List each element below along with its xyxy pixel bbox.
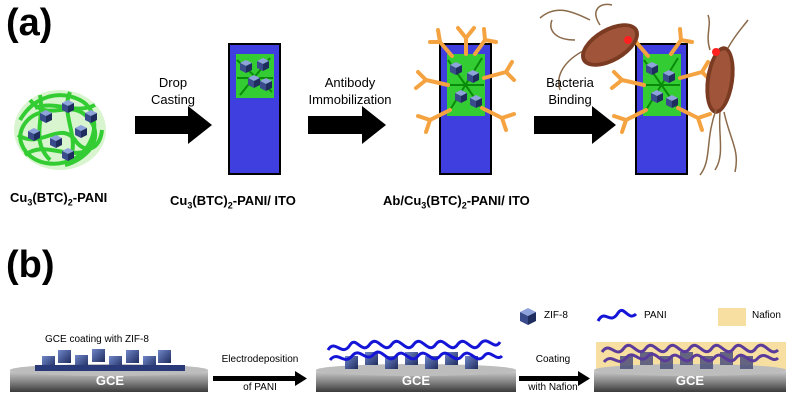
arrow-bacteria (534, 106, 616, 144)
gce-label-3: GCE (675, 373, 705, 388)
gce-label-2: GCE (401, 373, 431, 388)
legend-pani-swatch (596, 309, 638, 322)
step-antibody-immobilization: Antibody Immobilization (308, 75, 392, 107)
cu-btc-pani-composite (14, 90, 106, 170)
gce-label-1: GCE (95, 373, 125, 388)
label-cu-btc-pani-ito: Cu3(BTC)2-PANI/ ITO (170, 193, 296, 211)
bacterium-left (539, 3, 639, 91)
arrow-antibody (308, 106, 386, 144)
bacterium-right (699, 14, 749, 176)
electrode-1 (228, 43, 281, 175)
legend-nafion-label: Nafion (752, 310, 781, 321)
gce-electrode-2 (316, 339, 516, 392)
step-coating-nafion: Coating with Nafion (528, 354, 578, 393)
step-bacteria-binding: Bacteria Binding (546, 75, 594, 107)
gce-electrode-3 (594, 342, 786, 392)
arrow-nafion (519, 371, 590, 386)
legend-zif8-swatch (520, 308, 536, 325)
label-cu-btc-pani: Cu3(BTC)2-PANI (10, 190, 108, 208)
electrode-2 (414, 26, 516, 175)
arrow-electrodeposition (213, 371, 307, 386)
step-drop-casting: Drop Casting (150, 75, 196, 107)
arrow-drop-casting (135, 106, 212, 144)
gce-coating-caption: GCE coating with ZIF-8 (45, 334, 149, 345)
legend-pani-label: PANI (644, 310, 667, 321)
panel-label-b: (b) (6, 244, 55, 286)
antibody-group (414, 26, 516, 134)
step-electrodeposition: Electrodeposition of PANI (221, 354, 299, 393)
legend-zif8-label: ZIF-8 (544, 310, 568, 321)
electrode-3 (539, 3, 749, 176)
gce-electrode-1 (10, 349, 208, 392)
panel-label-a: (a) (6, 2, 53, 44)
legend-nafion-swatch (718, 308, 746, 326)
label-ab-cu-btc-pani-ito: Ab/Cu3(BTC)2-PANI/ ITO (383, 193, 530, 211)
